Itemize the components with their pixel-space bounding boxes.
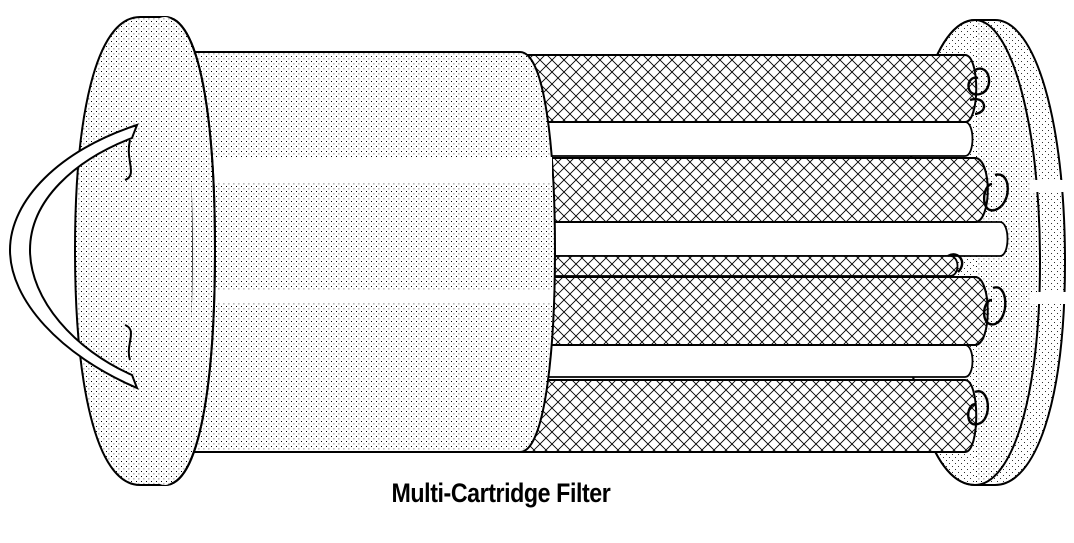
mesh-cartridge-1 — [499, 54, 978, 123]
mesh-cartridge-2 — [499, 157, 989, 223]
plain-tube-1 — [499, 121, 974, 157]
mesh-cartridge-3 — [499, 255, 989, 346]
plain-tube-2 — [499, 344, 974, 378]
filter-housing-shell — [179, 51, 557, 453]
center-rod — [499, 221, 1009, 257]
arch-handle-icon — [8, 123, 139, 390]
coil-spring-icon — [947, 67, 1009, 426]
mesh-cartridge-4 — [499, 379, 978, 453]
figure-caption: Multi-Cartridge Filter — [391, 478, 611, 508]
left-end-cap — [73, 16, 217, 486]
